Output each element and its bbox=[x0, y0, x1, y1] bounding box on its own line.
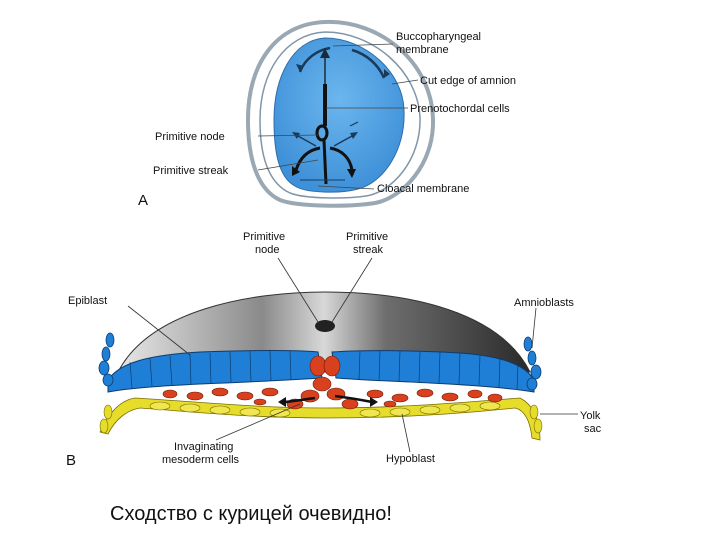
label-mesoderm-cells: mesoderm cells bbox=[162, 454, 240, 466]
label-epiblast: Epiblast bbox=[68, 295, 107, 307]
slide-caption: Сходство с курицей очевидно! bbox=[110, 503, 392, 526]
label-primitive-node-a: Primitive node bbox=[155, 131, 225, 143]
label-cloacal-membrane: Cloacal membrane bbox=[377, 183, 469, 195]
panel-letter-b: B bbox=[66, 452, 76, 469]
label-yolk: Yolk bbox=[580, 410, 601, 422]
label-hypoblast: Hypoblast bbox=[386, 453, 435, 465]
label-primitive-node-b-1: Primitive bbox=[243, 231, 285, 243]
primitive-streak bbox=[324, 140, 326, 184]
label-primitive-node-b-2: node bbox=[255, 244, 279, 256]
panel-b: Primitive node Primitive streak Epiblast… bbox=[66, 231, 602, 469]
amnioblast-chain-left bbox=[99, 333, 114, 386]
label-primitive-streak-a: Primitive streak bbox=[153, 165, 229, 177]
label-amnioblasts: Amnioblasts bbox=[514, 297, 574, 309]
panel-letter-a: A bbox=[138, 192, 148, 209]
label-primitive-streak-b-1: Primitive bbox=[346, 231, 388, 243]
label-cut-edge-of-amnion: Cut edge of amnion bbox=[420, 75, 516, 87]
label-prenotochordal-cells: Prenotochordal cells bbox=[410, 103, 510, 115]
panel-a: Buccopharyngeal membrane Cut edge of amn… bbox=[138, 22, 516, 209]
label-invaginating: Invaginating bbox=[174, 441, 233, 453]
label-buccopharyngeal: Buccopharyngeal bbox=[396, 31, 481, 43]
label-buccopharyngeal-membrane: membrane bbox=[396, 44, 449, 56]
label-sac: sac bbox=[584, 423, 602, 435]
label-primitive-streak-b-2: streak bbox=[353, 244, 383, 256]
